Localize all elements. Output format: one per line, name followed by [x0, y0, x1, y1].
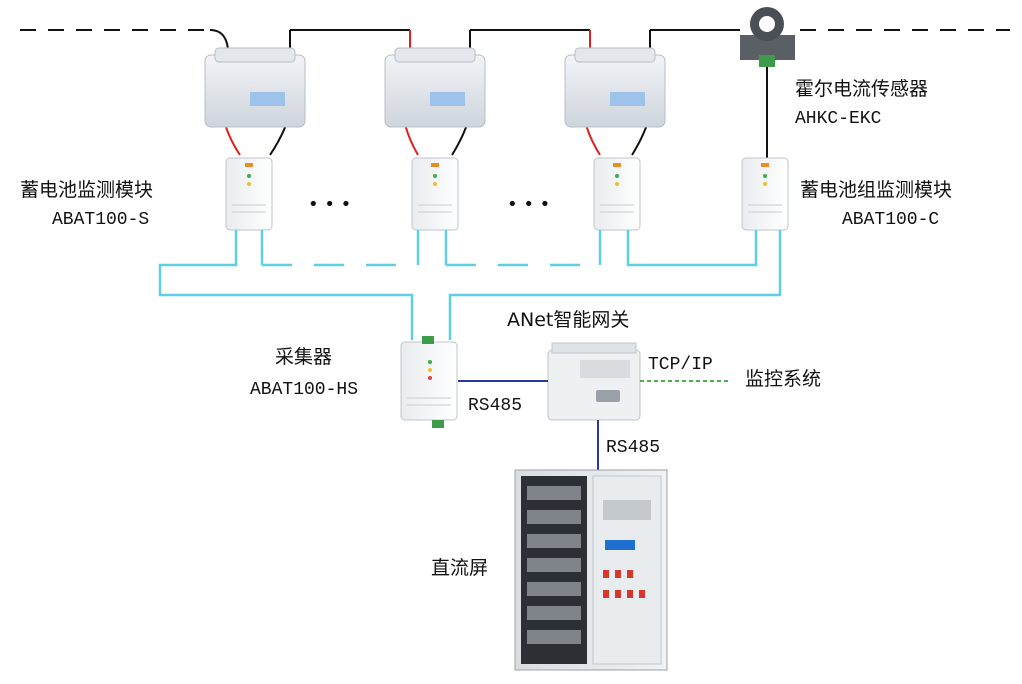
collector-device: [400, 336, 458, 428]
tcpip-label: TCP/IP: [648, 355, 713, 375]
ellipsis-1: • • •: [308, 194, 352, 215]
dc-cabinet-label: 直流屏: [431, 557, 489, 579]
group-module: [741, 157, 789, 231]
hall-sensor: [740, 7, 795, 67]
rs485-label-1: RS485: [468, 396, 523, 416]
group-module-name: 蓄电池组监测模块: [800, 179, 953, 201]
dc-cabinet: [514, 469, 668, 671]
sensor-model: AHKC-EKC: [795, 109, 882, 129]
collector-name: 采集器: [275, 346, 333, 368]
battery-module-model: ABAT100-S: [52, 210, 150, 230]
battery-module-name: 蓄电池监测模块: [20, 179, 154, 201]
battery-1: [204, 47, 306, 128]
battery-3: [564, 47, 666, 128]
gateway-device: [547, 342, 641, 421]
rs485-bus: [158, 230, 782, 340]
gateway-name: ANet智能网关: [507, 309, 630, 331]
battery-2: [384, 47, 486, 128]
battery-module-2: [411, 157, 459, 231]
rs485-label-2: RS485: [606, 438, 661, 458]
collector-model: ABAT100-HS: [250, 380, 359, 400]
monitor-system-label: 监控系统: [745, 368, 822, 390]
battery-module-3: [593, 157, 641, 231]
sensor-name: 霍尔电流传感器: [795, 78, 929, 100]
ellipsis-2: • • •: [507, 194, 551, 215]
group-module-model: ABAT100-C: [842, 210, 940, 230]
battery-module-1: [225, 157, 273, 231]
